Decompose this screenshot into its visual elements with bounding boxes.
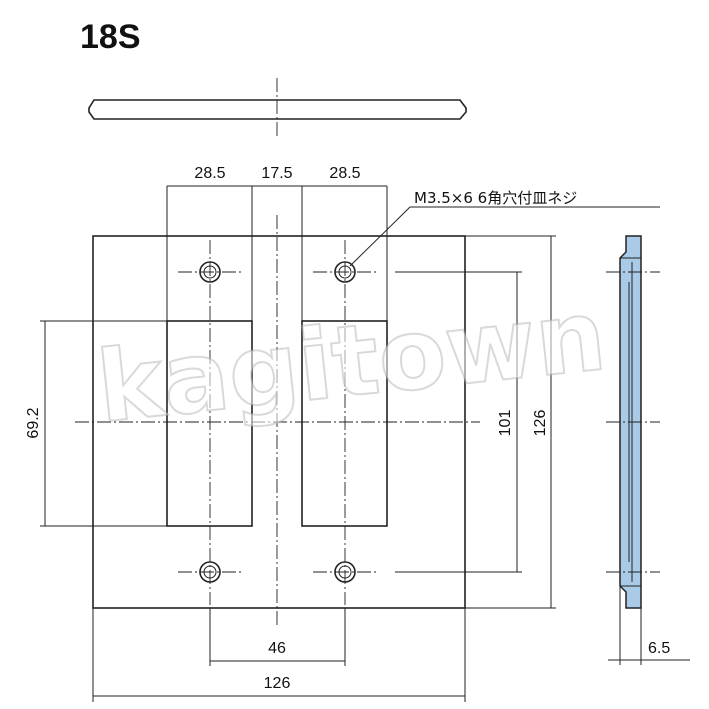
dim-opening-height: 69.2 bbox=[25, 407, 42, 438]
dim-plate-thickness: 6.5 bbox=[648, 640, 670, 657]
model-title: 18S bbox=[80, 18, 141, 56]
dim-plate-width: 126 bbox=[264, 675, 291, 692]
dim-top-right: 28.5 bbox=[329, 165, 360, 182]
dim-top-center: 17.5 bbox=[261, 165, 292, 182]
dim-top-left: 28.5 bbox=[194, 165, 225, 182]
dim-plate-height: 126 bbox=[532, 410, 549, 437]
front-view bbox=[75, 215, 480, 628]
dim-screw-pitch-horizontal: 46 bbox=[268, 640, 286, 657]
plate-thickness-dimension: 6.5 bbox=[608, 586, 690, 665]
opening-right bbox=[301, 320, 388, 527]
plate-height-dimension: 126 bbox=[465, 235, 556, 609]
side-view bbox=[606, 235, 660, 609]
top-edge-view bbox=[88, 78, 467, 138]
opening-height-dimension: 69.2 bbox=[25, 320, 167, 527]
opening-left bbox=[166, 320, 253, 527]
top-dimensions: 28.5 17.5 28.5 bbox=[166, 165, 388, 321]
screw-note: M3.5×6 6角穴付皿ネジ bbox=[414, 189, 577, 207]
screw-pitch-horizontal-dimension: 46 bbox=[209, 608, 346, 666]
plate-width-dimension: 126 bbox=[92, 608, 466, 702]
screw-callout: M3.5×6 6角穴付皿ネジ bbox=[349, 189, 660, 267]
dim-screw-pitch-vertical: 101 bbox=[497, 410, 514, 437]
screw-pitch-vertical-dimension: 101 bbox=[395, 271, 522, 573]
